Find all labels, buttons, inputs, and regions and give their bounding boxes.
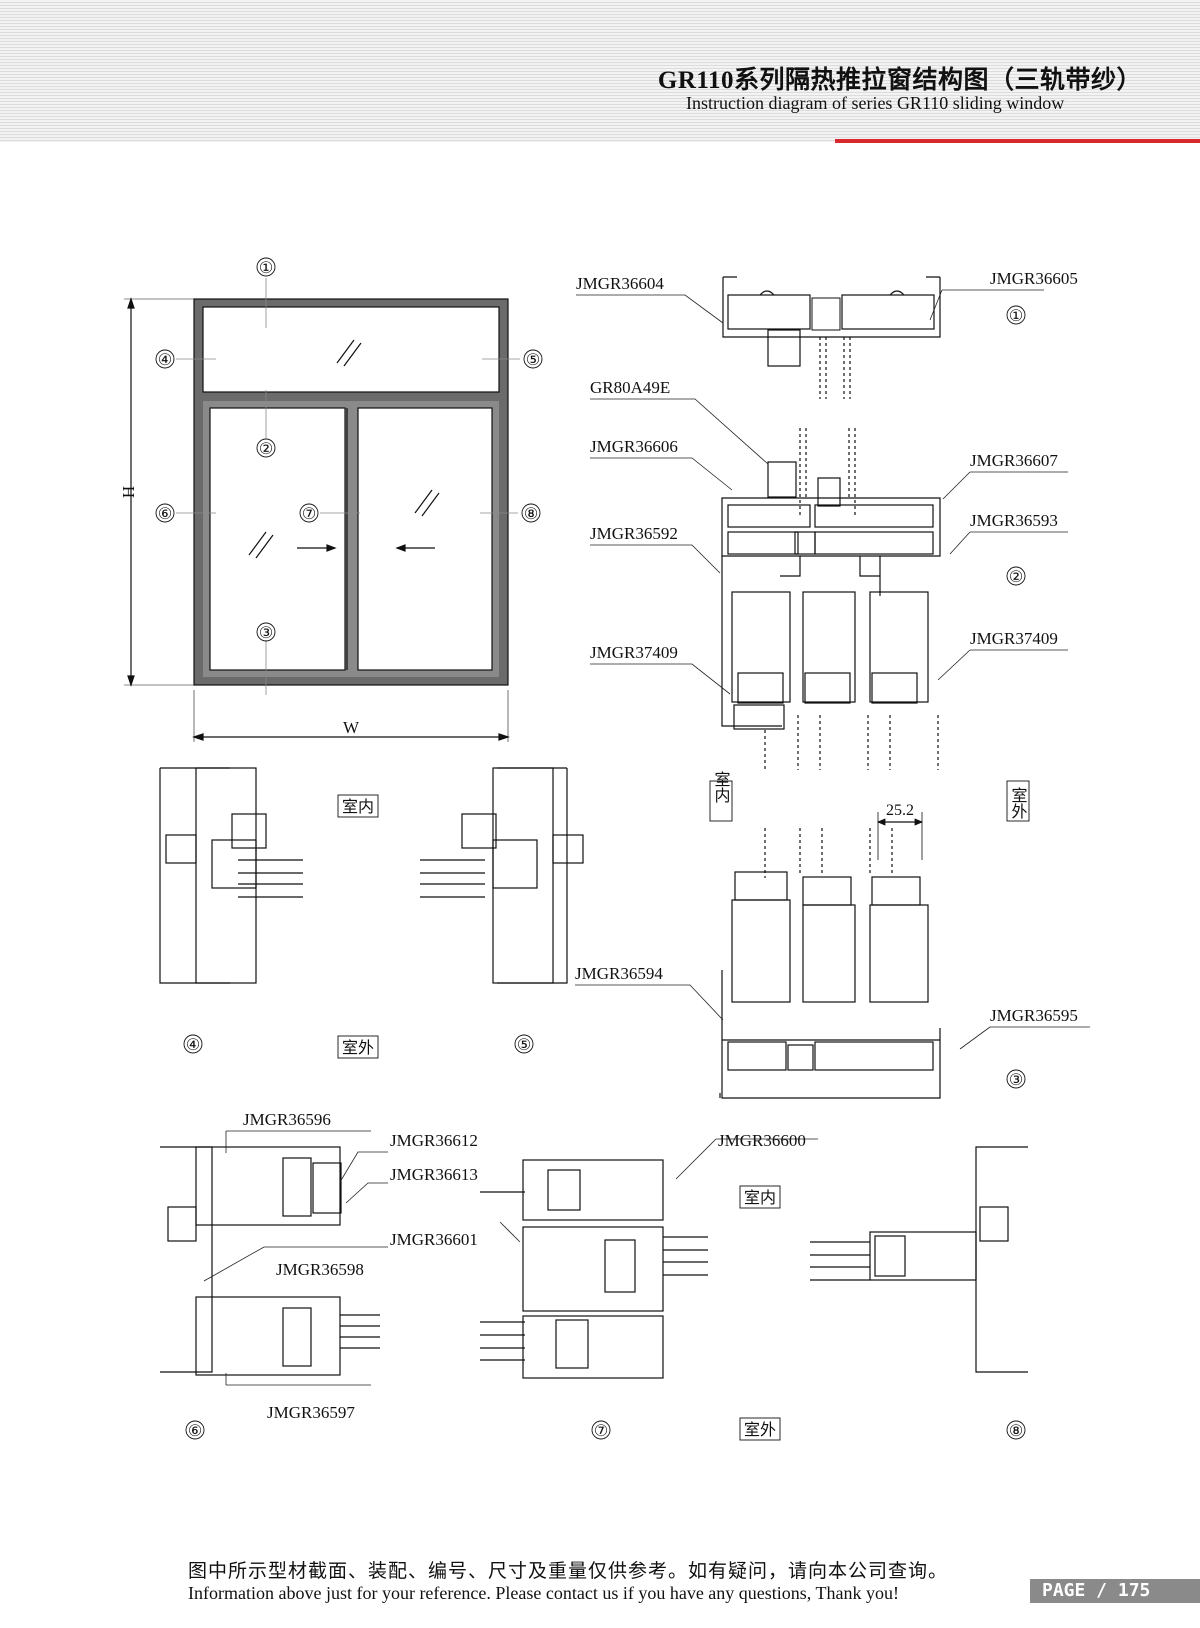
width-label: W xyxy=(343,718,360,737)
section-number: ⑧ xyxy=(1009,1423,1023,1440)
marker-1: ① xyxy=(259,260,273,277)
section-number: ② xyxy=(1009,569,1023,586)
page-header-band xyxy=(0,0,1200,142)
section-7-profile xyxy=(480,1159,708,1379)
part-label: JMGR36601 xyxy=(390,1230,478,1249)
marker-6: ⑥ xyxy=(158,506,172,523)
part-label: JMGR36604 xyxy=(576,274,664,293)
section-3-profile xyxy=(719,821,941,1099)
section-8-profile xyxy=(810,1146,1028,1373)
part-label: JMGR36594 xyxy=(575,964,663,983)
part-label: JMGR36596 xyxy=(243,1110,331,1129)
indoor-tag: 室内 xyxy=(744,1188,776,1207)
section-6-profile xyxy=(160,1146,380,1376)
part-label: JMGR36597 xyxy=(267,1403,355,1422)
page-subtitle: Instruction diagram of series GR110 slid… xyxy=(686,93,1065,113)
part-label: JMGR36600 xyxy=(718,1131,806,1150)
marker-5: ⑤ xyxy=(526,352,540,369)
part-label: JMGR36593 xyxy=(970,511,1058,530)
part-label: JMGR37409 xyxy=(590,643,678,662)
section-4-profile xyxy=(159,767,303,984)
part-label: JMGR36613 xyxy=(390,1165,478,1184)
dimension-25-2 xyxy=(876,812,924,860)
window-elevation xyxy=(124,278,520,742)
part-label: JMGR36605 xyxy=(990,269,1078,288)
tag-boxes xyxy=(337,780,1030,1441)
marker-7: ⑦ xyxy=(302,506,316,523)
part-label: JMGR36607 xyxy=(970,451,1058,470)
outdoor-tag: 室外 xyxy=(342,1038,374,1057)
marker-4: ④ xyxy=(158,352,172,369)
height-label: H xyxy=(119,486,138,498)
section-number: ① xyxy=(1009,308,1023,325)
section-number: ⑦ xyxy=(594,1423,608,1440)
marker-3: ③ xyxy=(259,625,273,642)
marker-8: ⑧ xyxy=(524,506,538,523)
header-accent-line xyxy=(835,139,1200,143)
outdoor-tag: 室外 xyxy=(744,1420,776,1439)
footer-note-en: Information above just for your referenc… xyxy=(188,1583,899,1603)
part-label: JMGR36598 xyxy=(276,1260,364,1279)
part-label: JMGR36612 xyxy=(390,1131,478,1150)
part-label: JMGR36606 xyxy=(590,437,678,456)
page-title: GR110系列隔热推拉窗结构图（三轨带纱） xyxy=(657,67,1142,94)
section-5-profile xyxy=(420,767,584,984)
section-number: ⑤ xyxy=(517,1037,531,1054)
part-label: JMGR36595 xyxy=(990,1006,1078,1025)
marker-2: ② xyxy=(259,441,273,458)
section-2-profile xyxy=(721,428,941,770)
footer-note-cn: 图中所示型材截面、装配、编号、尺寸及重量仅供参考。如有疑问，请向本公司查询。 xyxy=(188,1560,949,1582)
marker-circles xyxy=(155,257,1026,1440)
part-label: GR80A49E xyxy=(590,378,670,397)
section-number: ⑥ xyxy=(188,1423,202,1440)
indoor-tag: 室内 xyxy=(342,797,374,816)
leader-lines xyxy=(203,289,1090,1386)
page-number: PAGE / 175 xyxy=(1030,1579,1200,1603)
section-number: ③ xyxy=(1009,1072,1023,1089)
dimension-value: 25.2 xyxy=(886,802,914,819)
outdoor-tag-vertical: 室外 xyxy=(1009,787,1028,819)
indoor-tag-vertical: 室内 xyxy=(712,771,731,804)
section-1-profile xyxy=(722,276,941,399)
part-label: JMGR37409 xyxy=(970,629,1058,648)
section-number: ④ xyxy=(186,1037,200,1054)
part-label: JMGR36592 xyxy=(590,524,678,543)
